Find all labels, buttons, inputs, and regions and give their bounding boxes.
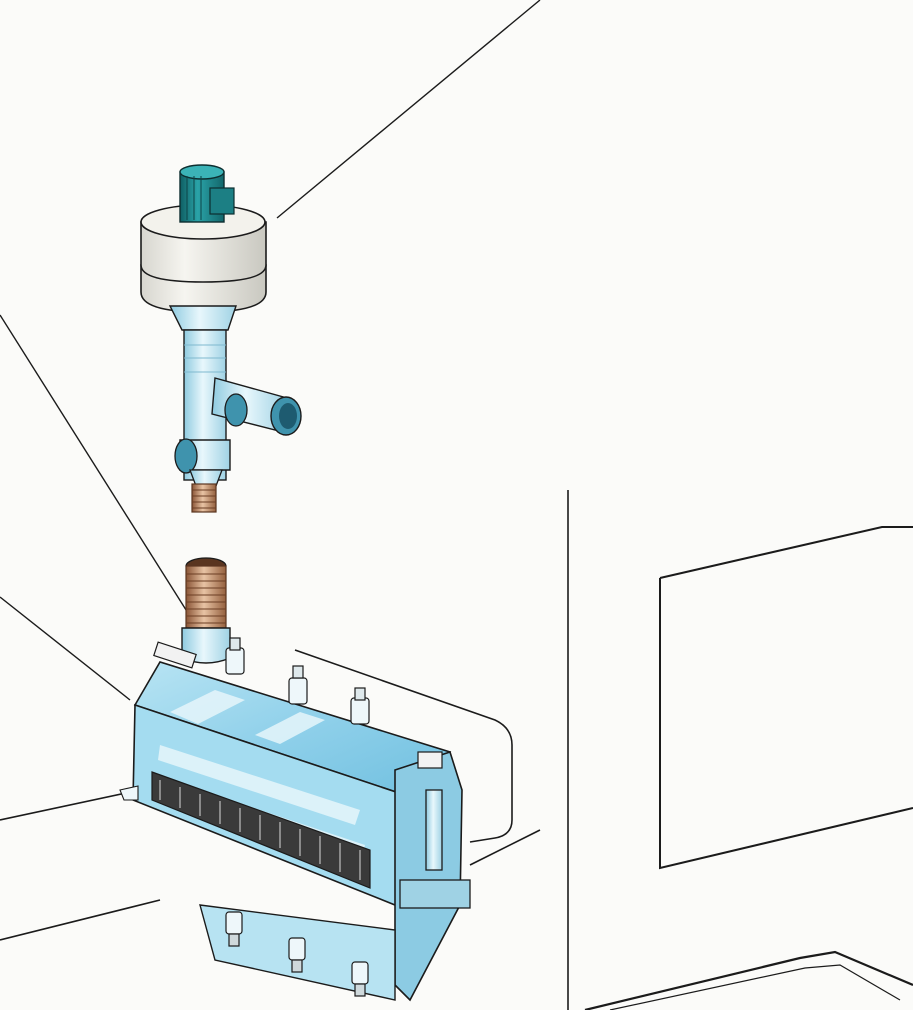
machine-base-tray-inner <box>609 964 901 1010</box>
machine-base-tray <box>584 950 913 1010</box>
hose-ribs <box>186 573 226 624</box>
nozzle <box>350 687 370 725</box>
duct-side-opening-inner <box>279 403 297 429</box>
leader-lines <box>0 0 541 701</box>
nozzle <box>225 637 245 675</box>
duct-hose-stub <box>191 483 217 513</box>
hood-brush-teeth <box>159 780 361 880</box>
nozzle <box>288 937 306 973</box>
hood-cylinder <box>425 789 443 871</box>
nozzle <box>225 911 243 947</box>
leader-line-hood <box>0 596 131 701</box>
hose-stub-ribs <box>192 489 216 509</box>
motor-fins <box>186 176 202 220</box>
hood-cylinder-bracket <box>417 751 443 769</box>
machine-frame <box>0 490 913 1010</box>
leader-line-fan <box>276 0 541 219</box>
hood-nozzles <box>225 637 370 725</box>
duct-lower-opening <box>174 438 198 474</box>
leader-line-hose <box>0 314 206 641</box>
hood-top-bracket <box>153 641 197 669</box>
back-panel-floor <box>469 829 541 866</box>
hood-foot-left <box>119 785 139 801</box>
conveyor-top-edge <box>0 789 141 821</box>
flexible-hose <box>181 557 231 664</box>
hose-body <box>185 565 227 629</box>
duct-reducer <box>168 305 237 331</box>
duct-pipe-rings <box>184 344 226 373</box>
hood-brush-slot <box>151 771 371 889</box>
suction-hood <box>119 637 471 1002</box>
nozzle <box>351 961 369 997</box>
extraction-fan <box>140 164 267 313</box>
hood-end-plate <box>394 750 463 1002</box>
back-panel <box>294 649 513 843</box>
nozzle <box>288 665 308 705</box>
motor-cap <box>179 164 225 180</box>
machine-window <box>659 526 913 870</box>
hood-cylinder-mount <box>399 879 471 909</box>
duct-assembly <box>168 305 302 513</box>
duct-tee-opening <box>224 393 248 427</box>
conveyor-bottom-edge <box>0 899 161 941</box>
hood-bottom-nozzles <box>225 911 369 997</box>
motor-terminal-box <box>209 187 235 215</box>
